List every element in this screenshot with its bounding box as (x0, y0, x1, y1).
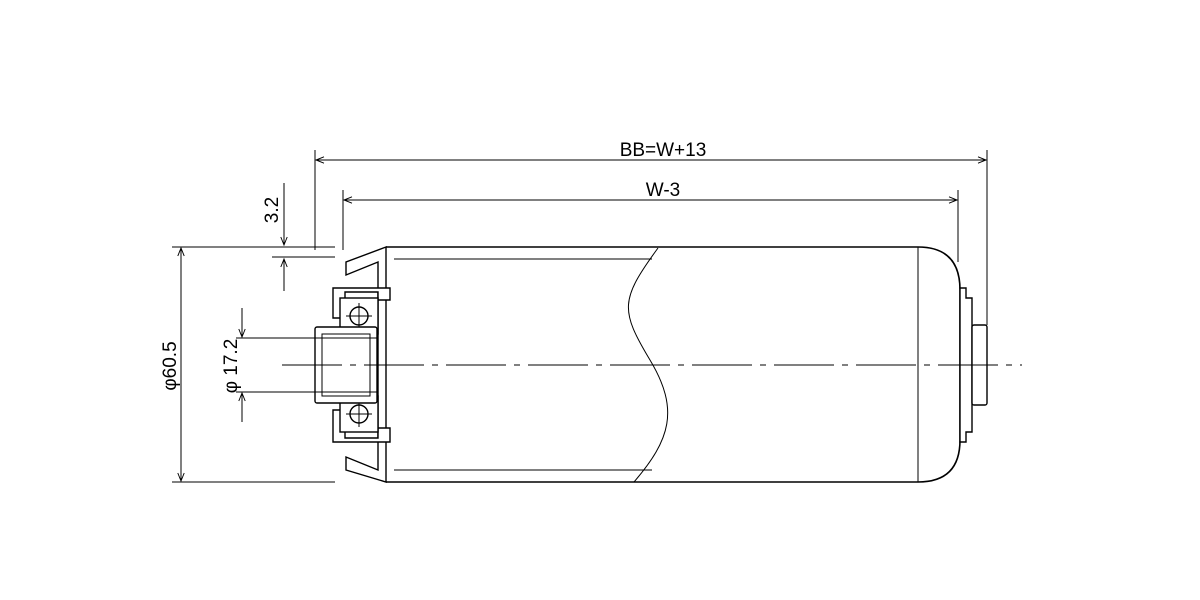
shaft-diameter-dimension: φ 17.2 (221, 308, 318, 422)
tube-length-label: W-3 (646, 180, 680, 201)
break-line (628, 247, 669, 483)
wall-thickness-dimension: 3.2 (262, 183, 335, 291)
overall-length-dimension: BB=W+13 (314, 140, 988, 325)
outer-diameter-dimension: φ60.5 (160, 246, 335, 483)
shaft-diameter-label: φ 17.2 (221, 339, 242, 394)
wall-thickness-label: 3.2 (262, 197, 283, 223)
tube-length-dimension: W-3 (342, 180, 959, 262)
outer-diameter-label: φ60.5 (160, 341, 181, 390)
overall-length-label: BB=W+13 (620, 140, 707, 161)
